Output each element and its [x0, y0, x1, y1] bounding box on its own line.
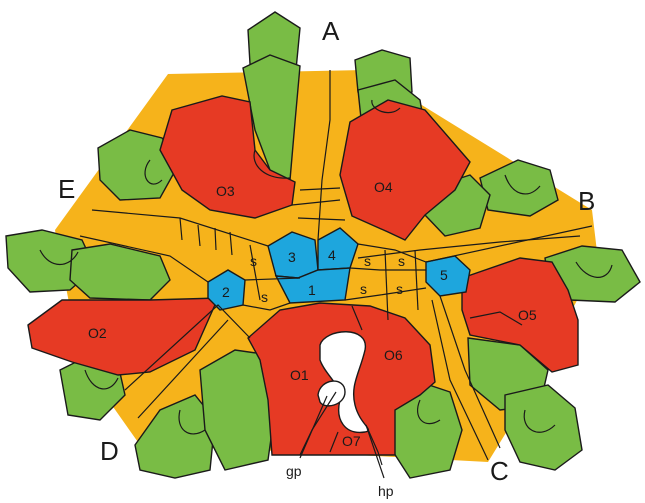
plate-label-o5: O5	[518, 307, 537, 323]
central-plates	[207, 227, 471, 311]
oral-plate-o4	[339, 99, 471, 241]
oral-plate-o2	[27, 297, 220, 376]
tubercle-right-1	[479, 159, 559, 217]
plate-label-o2: O2	[88, 325, 107, 341]
tubercle-top-2	[242, 54, 301, 182]
central-plate-4	[317, 227, 359, 271]
suture-lines	[39, 70, 613, 466]
plate-label-o7: O7	[342, 433, 361, 449]
s-label: s	[364, 253, 371, 269]
s-label: s	[250, 253, 257, 269]
oral-plate-o3	[159, 95, 296, 219]
s-label: s	[398, 253, 405, 269]
tubercle-left-3	[69, 243, 171, 301]
s-label: s	[261, 289, 268, 305]
pore-label-hp: hp	[378, 483, 394, 499]
s-label: s	[396, 281, 403, 297]
gonopore	[317, 380, 346, 407]
ray-label-e: E	[58, 174, 75, 204]
plate-label-o4: O4	[374, 179, 393, 195]
plate-label-1: 1	[308, 282, 316, 298]
ray-label-a: A	[322, 16, 340, 46]
plate-label-2: 2	[222, 284, 230, 300]
plate-label-o6: O6	[384, 347, 403, 363]
hp-leader	[365, 424, 385, 479]
plate-label-o3: O3	[216, 183, 235, 199]
s-label: s	[360, 281, 367, 297]
gp-leader	[299, 395, 328, 459]
pores	[317, 331, 370, 434]
ray-label-c: C	[490, 456, 509, 486]
plate-label-o1: O1	[290, 367, 309, 383]
ray-label-d: D	[100, 436, 119, 466]
ray-label-b: B	[578, 186, 595, 216]
plate-label-4: 4	[328, 247, 336, 263]
oral-plate-o5	[461, 257, 579, 373]
plate-label-3: 3	[288, 249, 296, 265]
tubercle-right-5	[504, 384, 583, 471]
pore-label-gp: gp	[286, 463, 302, 479]
plate-label-5: 5	[440, 267, 448, 283]
